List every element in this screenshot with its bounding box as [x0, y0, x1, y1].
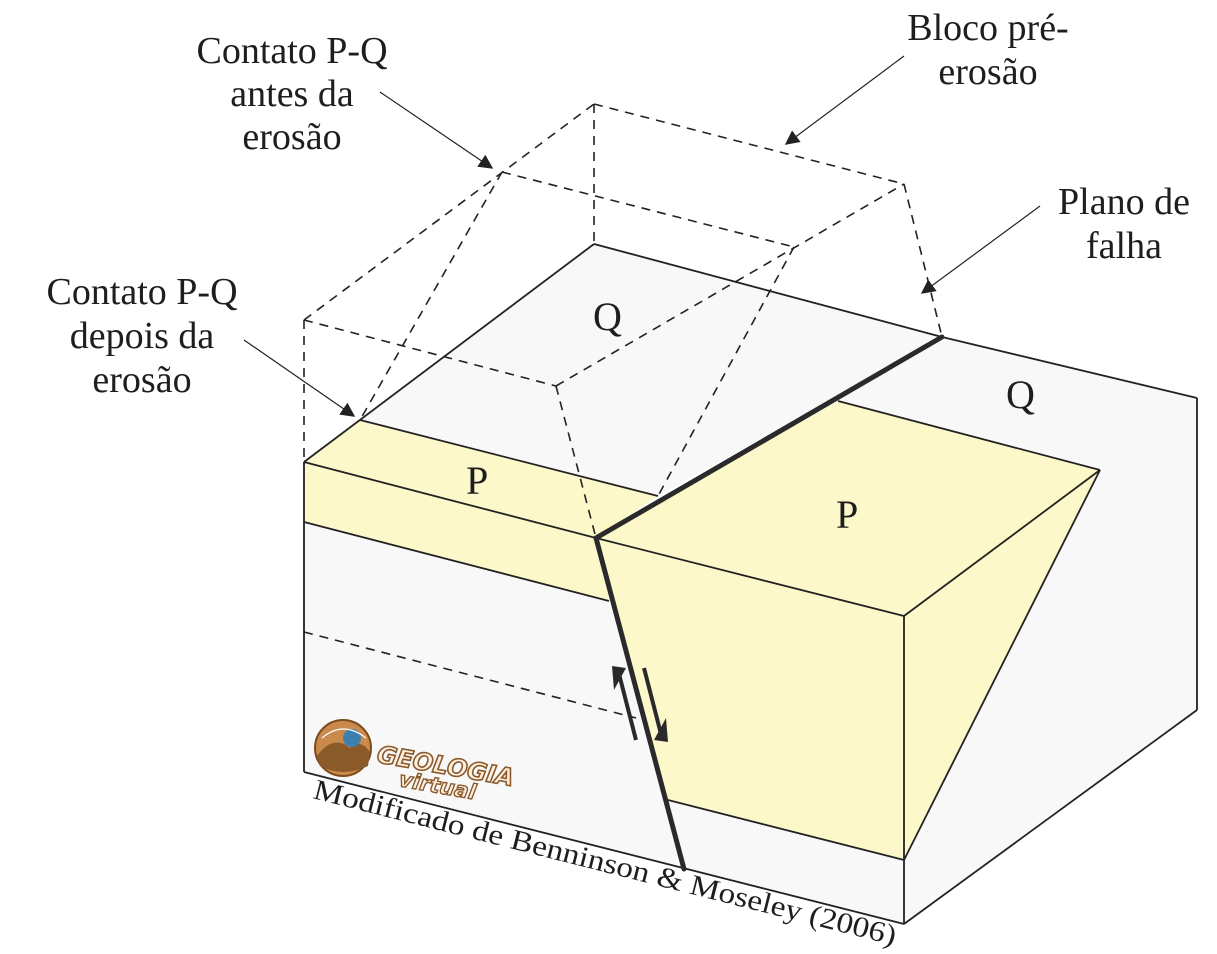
leader-bloco	[786, 56, 904, 144]
unit-p-left: P	[466, 458, 488, 503]
svg-text:falha: falha	[1086, 225, 1162, 267]
svg-text:erosão: erosão	[938, 51, 1037, 93]
label-bloco: Bloco pré- erosão	[907, 7, 1068, 93]
svg-text:antes da: antes da	[230, 73, 354, 115]
svg-text:Contato P-Q: Contato P-Q	[196, 30, 387, 72]
leader-contato-depois	[244, 340, 354, 416]
label-contato-antes: Contato P-Q antes da erosão	[196, 30, 387, 158]
unit-q-right: Q	[1006, 372, 1035, 417]
svg-text:Contato P-Q: Contato P-Q	[46, 271, 237, 313]
label-plano: Plano de falha	[1058, 181, 1190, 267]
svg-text:Bloco pré-: Bloco pré-	[907, 7, 1068, 49]
unit-p-right: P	[836, 492, 858, 537]
unit-q-left: Q	[593, 294, 622, 339]
svg-text:Plano de: Plano de	[1058, 181, 1190, 223]
leader-plano	[922, 206, 1040, 293]
leader-contato-antes	[380, 92, 492, 168]
svg-text:erosão: erosão	[242, 116, 341, 158]
svg-text:erosão: erosão	[92, 359, 191, 401]
label-contato-depois: Contato P-Q depois da erosão	[46, 271, 237, 401]
svg-text:depois da: depois da	[70, 315, 215, 357]
